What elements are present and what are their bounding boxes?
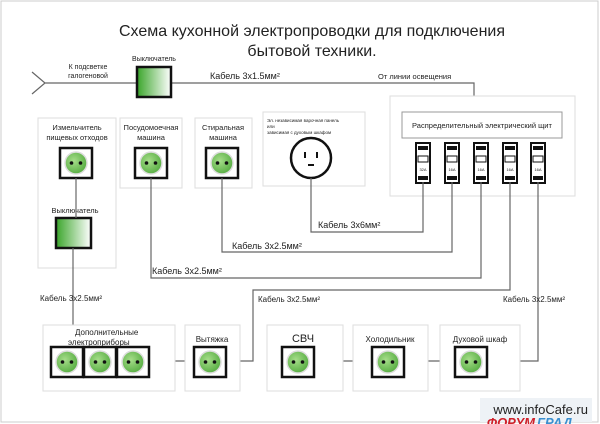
washer-label-1: Стиральная — [202, 123, 244, 132]
breaker-rating: 16А — [477, 167, 484, 172]
title-line-2: бытовой техники. — [247, 43, 376, 60]
chopper-label-1: Измельчитель — [52, 123, 101, 132]
oven-box — [439, 324, 521, 392]
chopper-label-2: пищевых отходов — [46, 133, 107, 142]
dishwasher-label-1: Посудомоечная — [124, 123, 179, 132]
light-switch — [135, 65, 173, 99]
halogen-label-2: галогеновой — [68, 72, 108, 80]
breaker-rating: 16А — [448, 167, 455, 172]
panel-label-box — [401, 111, 563, 139]
chopper-switch-label: Выключатель — [51, 206, 98, 215]
cable-label-washer: Кабель 3x2.5мм² — [232, 241, 302, 251]
dishwasher-wire — [150, 178, 482, 279]
stove-wire — [310, 178, 424, 233]
stove-label-2: или — [267, 124, 275, 129]
circuit-breaker: 16А — [530, 142, 546, 184]
watermark-bg — [480, 398, 592, 422]
circuit-breaker: 16А — [444, 142, 460, 184]
additional-label-1: Дополнительные — [75, 328, 139, 337]
stove-label-3: зависимая с духовым шкафом — [267, 130, 331, 135]
panel-label: Распределительный электрический щит — [412, 121, 552, 130]
cable-label-lighting: Кабель 3x1.5мм² — [210, 71, 280, 81]
stove-socket — [289, 136, 333, 180]
fridge-socket — [370, 345, 406, 379]
washer-socket — [204, 146, 240, 180]
stove-label-1: Эл. независимая варочная панель — [267, 118, 340, 123]
additional-socket-1 — [49, 345, 85, 379]
lighting-line-label: От линии освещения — [378, 72, 451, 81]
chopper-socket — [58, 146, 94, 180]
watermark-site: www.infoCafe.ru — [492, 402, 588, 417]
oven-label: Духовой шкаф — [453, 335, 508, 344]
circuit-breaker: 32А — [415, 142, 431, 184]
oven-socket — [453, 345, 489, 379]
washer-label-2: машина — [209, 133, 238, 142]
hood-label: Вытяжка — [196, 335, 229, 344]
dishwasher-socket — [133, 146, 169, 180]
chopper-switch — [54, 216, 93, 250]
circuit-breaker: 16А — [473, 142, 489, 184]
cable-label-left: Кабель 3x2.5мм² — [40, 294, 102, 303]
additional-socket-2 — [82, 345, 118, 379]
watermark-forum: ФОРУМ — [487, 415, 536, 424]
breaker-rating: 32А — [419, 167, 426, 172]
cable-label-oven: Кабель 3x2.5мм² — [503, 295, 565, 304]
breaker-rating: 16А — [534, 167, 541, 172]
cable-label-dishwasher: Кабель 3x2.5мм² — [152, 266, 222, 276]
circuit-breaker: 16А — [502, 142, 518, 184]
additional-label-2: электроприборы — [68, 338, 130, 347]
washer-wire — [221, 178, 453, 253]
fridge-label: Холодильник — [366, 335, 415, 344]
switch-label: Выключатель — [132, 56, 176, 63]
cable-label-hood: Кабель 3x2.5мм² — [258, 295, 320, 304]
hood-socket — [192, 345, 228, 379]
microwave-socket — [280, 345, 316, 379]
halogen-label-1: К подсветке — [69, 64, 108, 71]
breaker-rating: 16А — [506, 167, 513, 172]
hood-wire — [227, 182, 511, 362]
cable-label-stove: Кабель 3x6мм² — [318, 220, 380, 230]
title-line-1: Схема кухонной электропроводки для подкл… — [119, 23, 505, 40]
microwave-label: СВЧ — [292, 333, 314, 345]
dishwasher-label-2: машина — [137, 133, 166, 142]
additional-socket-3 — [115, 345, 151, 379]
watermark-grad: ГРАД — [537, 415, 573, 424]
